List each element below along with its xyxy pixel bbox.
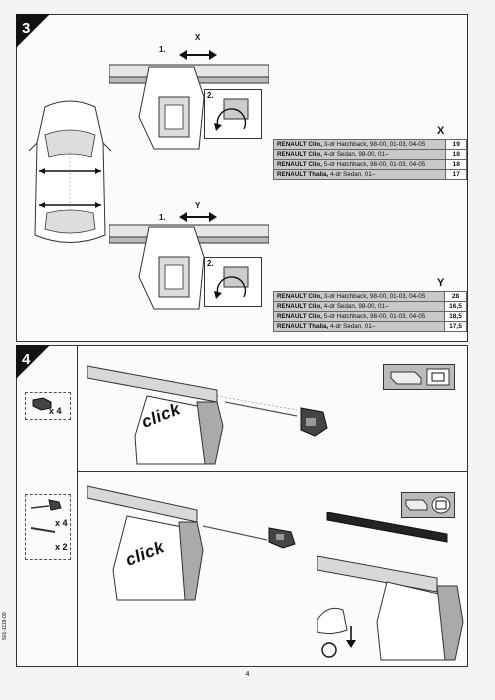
table-row: RENAULT Clio, 5-dr Hatchback, 98-00, 01-… xyxy=(272,159,467,170)
parts-sidebar xyxy=(17,346,78,666)
panel-divider xyxy=(77,471,467,472)
part-c-quantity: x 2 xyxy=(55,542,68,552)
document-id: 501-1118-09 xyxy=(2,612,8,640)
dimension-letter-x: X xyxy=(195,33,201,42)
step-label-2-bottom: 2. xyxy=(207,259,214,268)
x-dimension-table: RENAULT Clio, 3-dr Hatchback, 98-00, 01-… xyxy=(272,139,467,180)
bar-profile-indicator-top xyxy=(383,364,455,390)
step-label-2-top: 2. xyxy=(207,91,214,100)
part-bc-box xyxy=(25,494,71,560)
step-3-badge: 3 xyxy=(16,14,50,48)
end-cap-bottom-icon xyxy=(268,527,296,549)
step-3-number: 3 xyxy=(22,20,31,37)
page-number: 4 xyxy=(245,671,250,678)
table-row: RENAULT Thalia, 4-dr Sedan, 01–17 xyxy=(272,169,467,180)
bar-foot-screw-illustration xyxy=(87,485,267,601)
step-label-1-top: 1. xyxy=(159,45,166,54)
column-header-y: Y xyxy=(437,277,445,289)
foot-adjustment-illustration-y xyxy=(109,212,269,310)
column-header-x: X xyxy=(437,125,445,137)
y-dimension-table: RENAULT Clio, 3-dr Hatchback, 98-00, 01-… xyxy=(272,291,467,332)
foot-adjustment-illustration-x xyxy=(109,50,269,150)
bar-profile-indicator-bottom xyxy=(401,492,455,518)
part-a-quantity: x 4 xyxy=(49,406,62,416)
table-row: RENAULT Clio, 3-dr Hatchback, 98-00, 01-… xyxy=(272,139,467,150)
knob-turn-inset-bottom xyxy=(204,257,262,307)
part-b-quantity: x 4 xyxy=(55,518,68,528)
step-4-panel: 4 x 4 x 4 x 2 click xyxy=(16,345,468,667)
table-row: RENAULT Clio, 3-dr Hatchback, 98-00, 01-… xyxy=(272,291,467,302)
knob-turn-inset-top xyxy=(204,89,262,139)
part-a-box xyxy=(25,392,71,420)
dimension-letter-y: Y xyxy=(195,201,201,210)
table-row: RENAULT Thalia, 4-dr Sedan, 01–17,5 xyxy=(272,321,467,332)
table-row: RENAULT Clio, 4-dr Sedan, 98-00, 01–18 xyxy=(272,149,467,160)
bar-foot-hand-illustration xyxy=(317,512,464,661)
step-3-panel: 3 1. X 2. X RENAULT Clio, 3- xyxy=(16,14,468,342)
car-top-view-illustration xyxy=(28,100,112,243)
bar-foot-cap-illustration-top xyxy=(87,365,328,465)
step-4-badge: 4 xyxy=(16,345,50,379)
step-label-1-bottom: 1. xyxy=(159,213,166,222)
step-4-number: 4 xyxy=(22,351,31,368)
table-row: RENAULT Clio, 5-dr Hatchback, 98-00, 01-… xyxy=(272,311,467,322)
screw-and-cap-part-icon xyxy=(30,499,62,533)
end-cap-part-icon xyxy=(32,397,52,411)
table-row: RENAULT Clio, 4-dr Sedan, 98-00, 01–16,5 xyxy=(272,301,467,312)
